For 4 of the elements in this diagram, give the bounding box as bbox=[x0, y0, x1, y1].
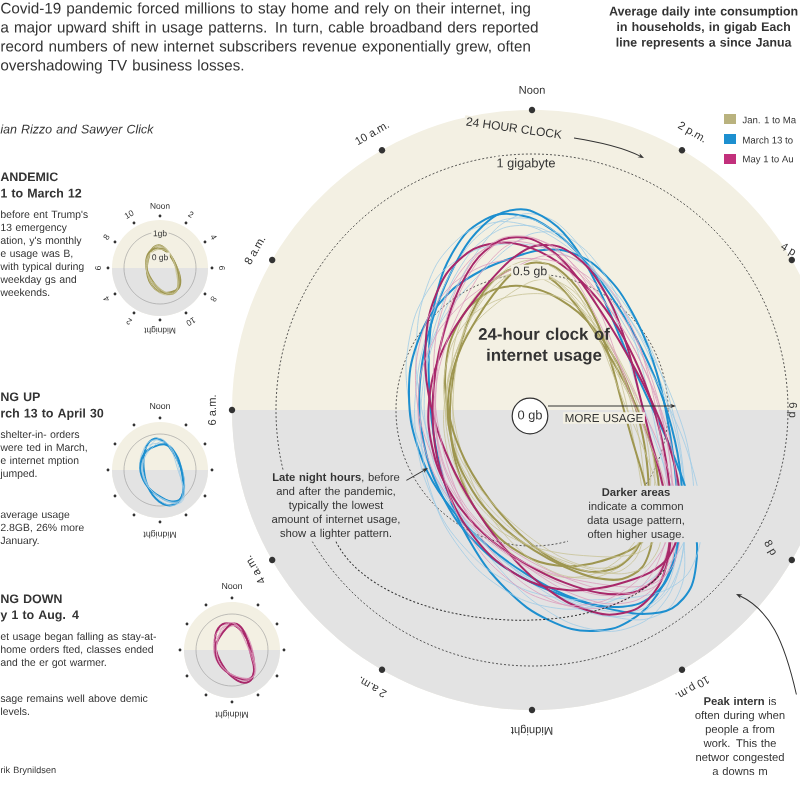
leader-line bbox=[736, 594, 797, 695]
heading-text: 24-hour clock of internet usage bbox=[478, 327, 610, 365]
leader-line bbox=[335, 541, 665, 621]
leader-line bbox=[405, 468, 428, 481]
